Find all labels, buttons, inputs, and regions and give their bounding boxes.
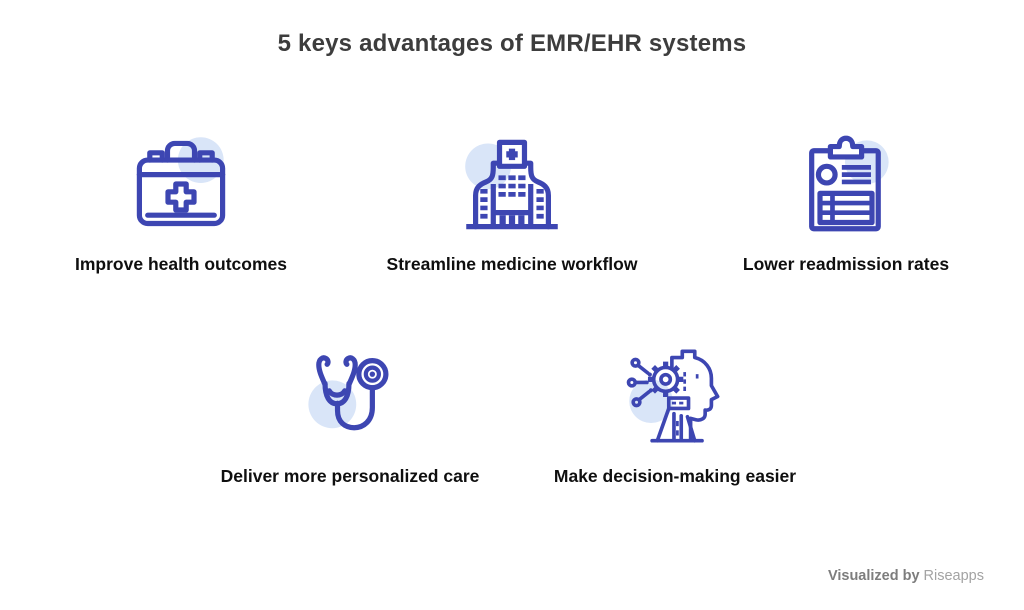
advantage-label: Lower readmission rates [742, 254, 950, 274]
attribution-brand: Riseapps [923, 568, 984, 584]
ai-head-icon [623, 344, 727, 448]
hospital-icon [460, 132, 564, 236]
stethoscope-icon [298, 344, 402, 448]
attribution-prefix: Visualized by [827, 568, 920, 584]
page-title: 5 keys advantages of EMR/EHR systems [277, 30, 747, 57]
advantage-label: Deliver more personalized care [220, 466, 480, 486]
clipboard-report-icon [794, 132, 898, 236]
advantage-label: Streamline medicine workflow [386, 254, 638, 274]
advantage-label: Improve health outcomes [75, 254, 287, 274]
advantage-label: Make decision-making easier [553, 466, 797, 486]
first-aid-kit-icon [129, 132, 233, 236]
